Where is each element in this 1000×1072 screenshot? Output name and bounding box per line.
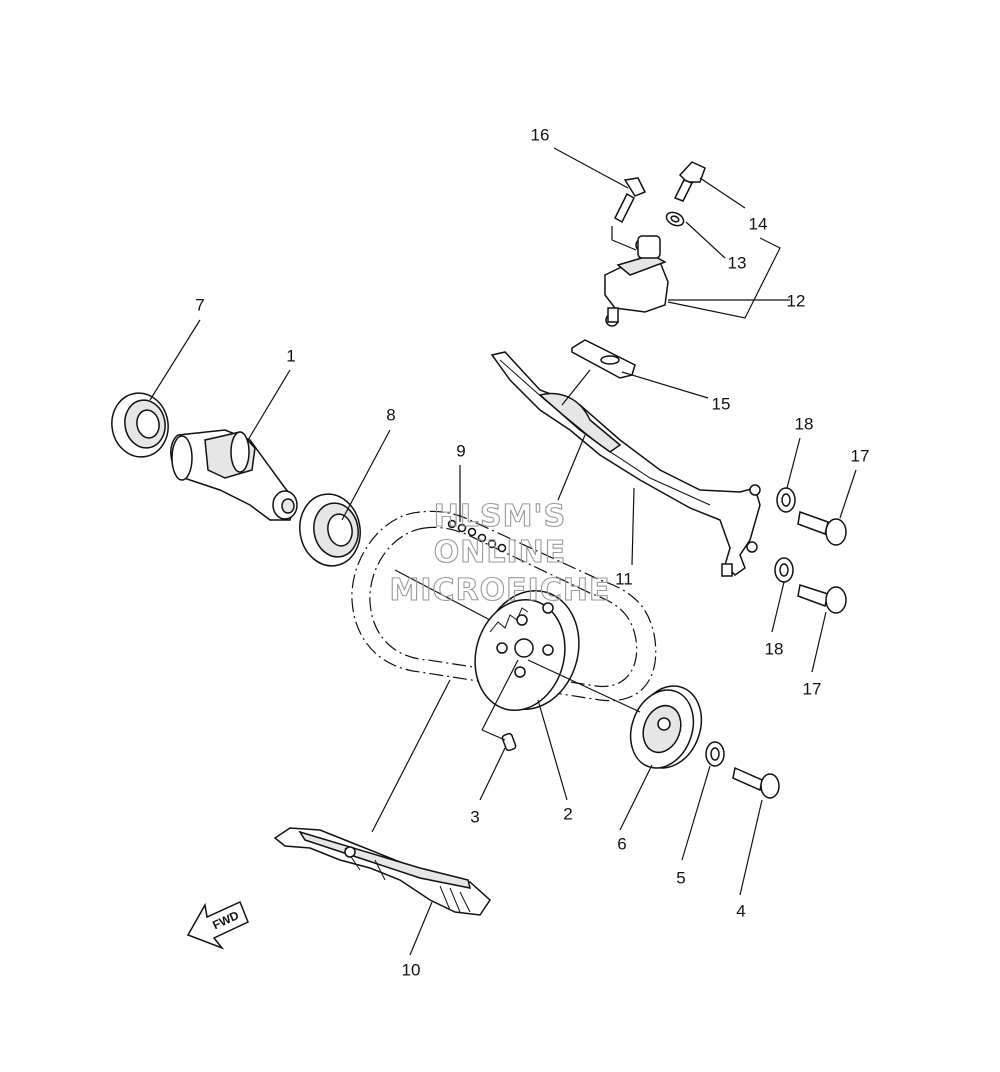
camshaft-1 <box>170 429 298 521</box>
part-label: 9 <box>456 441 465 460</box>
gasket-15 <box>571 339 636 379</box>
bolt-17-lower <box>797 584 847 614</box>
cam-sprocket-2 <box>474 589 580 712</box>
chain-guide-10 <box>273 827 491 916</box>
sprocket-plate-6 <box>629 685 703 769</box>
washer-18-upper <box>776 487 796 513</box>
leader-lines <box>149 147 857 956</box>
bearing-8 <box>299 493 361 567</box>
chain-section-9 <box>447 519 507 553</box>
part-label: 1 <box>286 346 295 365</box>
oring-13 <box>665 211 685 227</box>
part-label: 6 <box>617 834 626 853</box>
washer-5 <box>705 741 725 767</box>
fwd-arrow-icon: FWD <box>186 900 249 950</box>
bolt-14 <box>673 161 706 202</box>
part-label: 4 <box>736 901 745 920</box>
part-labels: 7 1 8 9 2 3 4 5 6 10 11 12 13 14 15 16 1… <box>195 125 869 979</box>
part-label: 3 <box>470 807 479 826</box>
part-label: 12 <box>787 291 806 310</box>
bolt-16 <box>614 177 647 224</box>
tensioner-arm-11 <box>490 351 761 577</box>
part-label: 18 <box>765 639 784 658</box>
part-label: 16 <box>531 125 550 144</box>
part-label: 18 <box>795 414 814 433</box>
part-label: 17 <box>851 446 870 465</box>
part-label: 13 <box>728 253 747 272</box>
watermark-line-2: ONLINE <box>434 535 567 570</box>
watermark: HLSM'S ONLINE MICROFICHE <box>389 498 611 608</box>
watermark-line-1: HLSM'S <box>434 499 566 534</box>
part-label: 17 <box>803 679 822 698</box>
part-label: 14 <box>749 214 768 233</box>
dowel-pin-3 <box>501 732 517 752</box>
part-label: 5 <box>676 868 685 887</box>
bolt-17-upper <box>797 510 847 546</box>
bearing-7 <box>111 392 169 458</box>
part-label: 8 <box>386 405 395 424</box>
part-label: 2 <box>563 804 572 823</box>
part-label: 11 <box>615 569 633 588</box>
part-label: 10 <box>402 960 421 979</box>
part-label: 7 <box>195 295 204 314</box>
watermark-line-3: MICROFICHE <box>390 573 611 608</box>
washer-18-lower <box>774 557 794 583</box>
bolt-4 <box>732 766 780 799</box>
tensioner-12 <box>604 235 669 327</box>
part-label: 15 <box>712 394 731 413</box>
timing-chain <box>351 510 657 702</box>
